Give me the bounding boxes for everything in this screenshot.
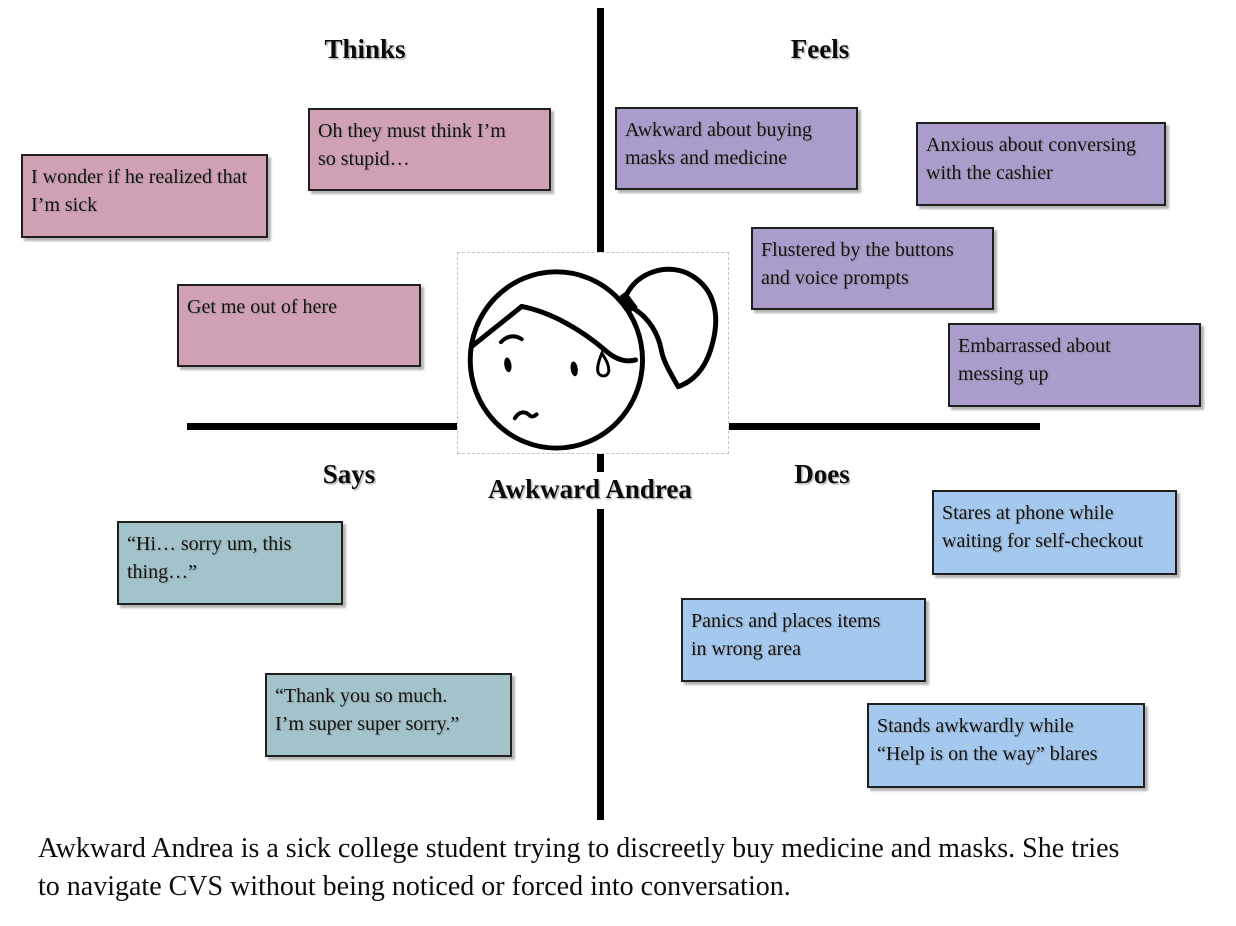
persona-face-drawing (467, 266, 719, 451)
description-line-1: Awkward Andrea is a sick college student… (38, 833, 1120, 864)
description-line-2: to navigate CVS without being noticed or… (38, 871, 791, 902)
persona-description: Awkward Andrea is a sick college student… (38, 830, 1218, 906)
quadrant-label-thinks: Thinks (324, 34, 406, 64)
persona-face-frame (457, 252, 729, 454)
note-thinks-1: I wonder if he realized that I’m sick (21, 154, 268, 238)
note-feels-2: Anxious about conversing with the cashie… (916, 122, 1166, 206)
note-does-1: Stares at phone while waiting for self-c… (932, 490, 1177, 575)
note-does-2: Panics and places items in wrong area (681, 598, 926, 682)
note-thinks-2: Oh they must think I’m so stupid… (308, 108, 551, 191)
persona-name-label: Awkward Andrea (455, 472, 725, 509)
note-feels-4: Embarrassed about messing up (948, 323, 1201, 407)
note-feels-3: Flustered by the buttons and voice promp… (751, 227, 994, 310)
quadrant-label-does: Does (794, 459, 850, 489)
note-says-2: “Thank you so much. I’m super super sorr… (265, 673, 512, 757)
note-does-3: Stands awkwardly while “Help is on the w… (867, 703, 1145, 788)
note-thinks-3: Get me out of here (177, 284, 421, 367)
note-feels-1: Awkward about buying masks and medicine (615, 107, 858, 190)
quadrant-label-says: Says (322, 459, 376, 489)
note-says-1: “Hi… sorry um, this thing…” (117, 521, 343, 605)
quadrant-label-feels: Feels (790, 34, 850, 64)
